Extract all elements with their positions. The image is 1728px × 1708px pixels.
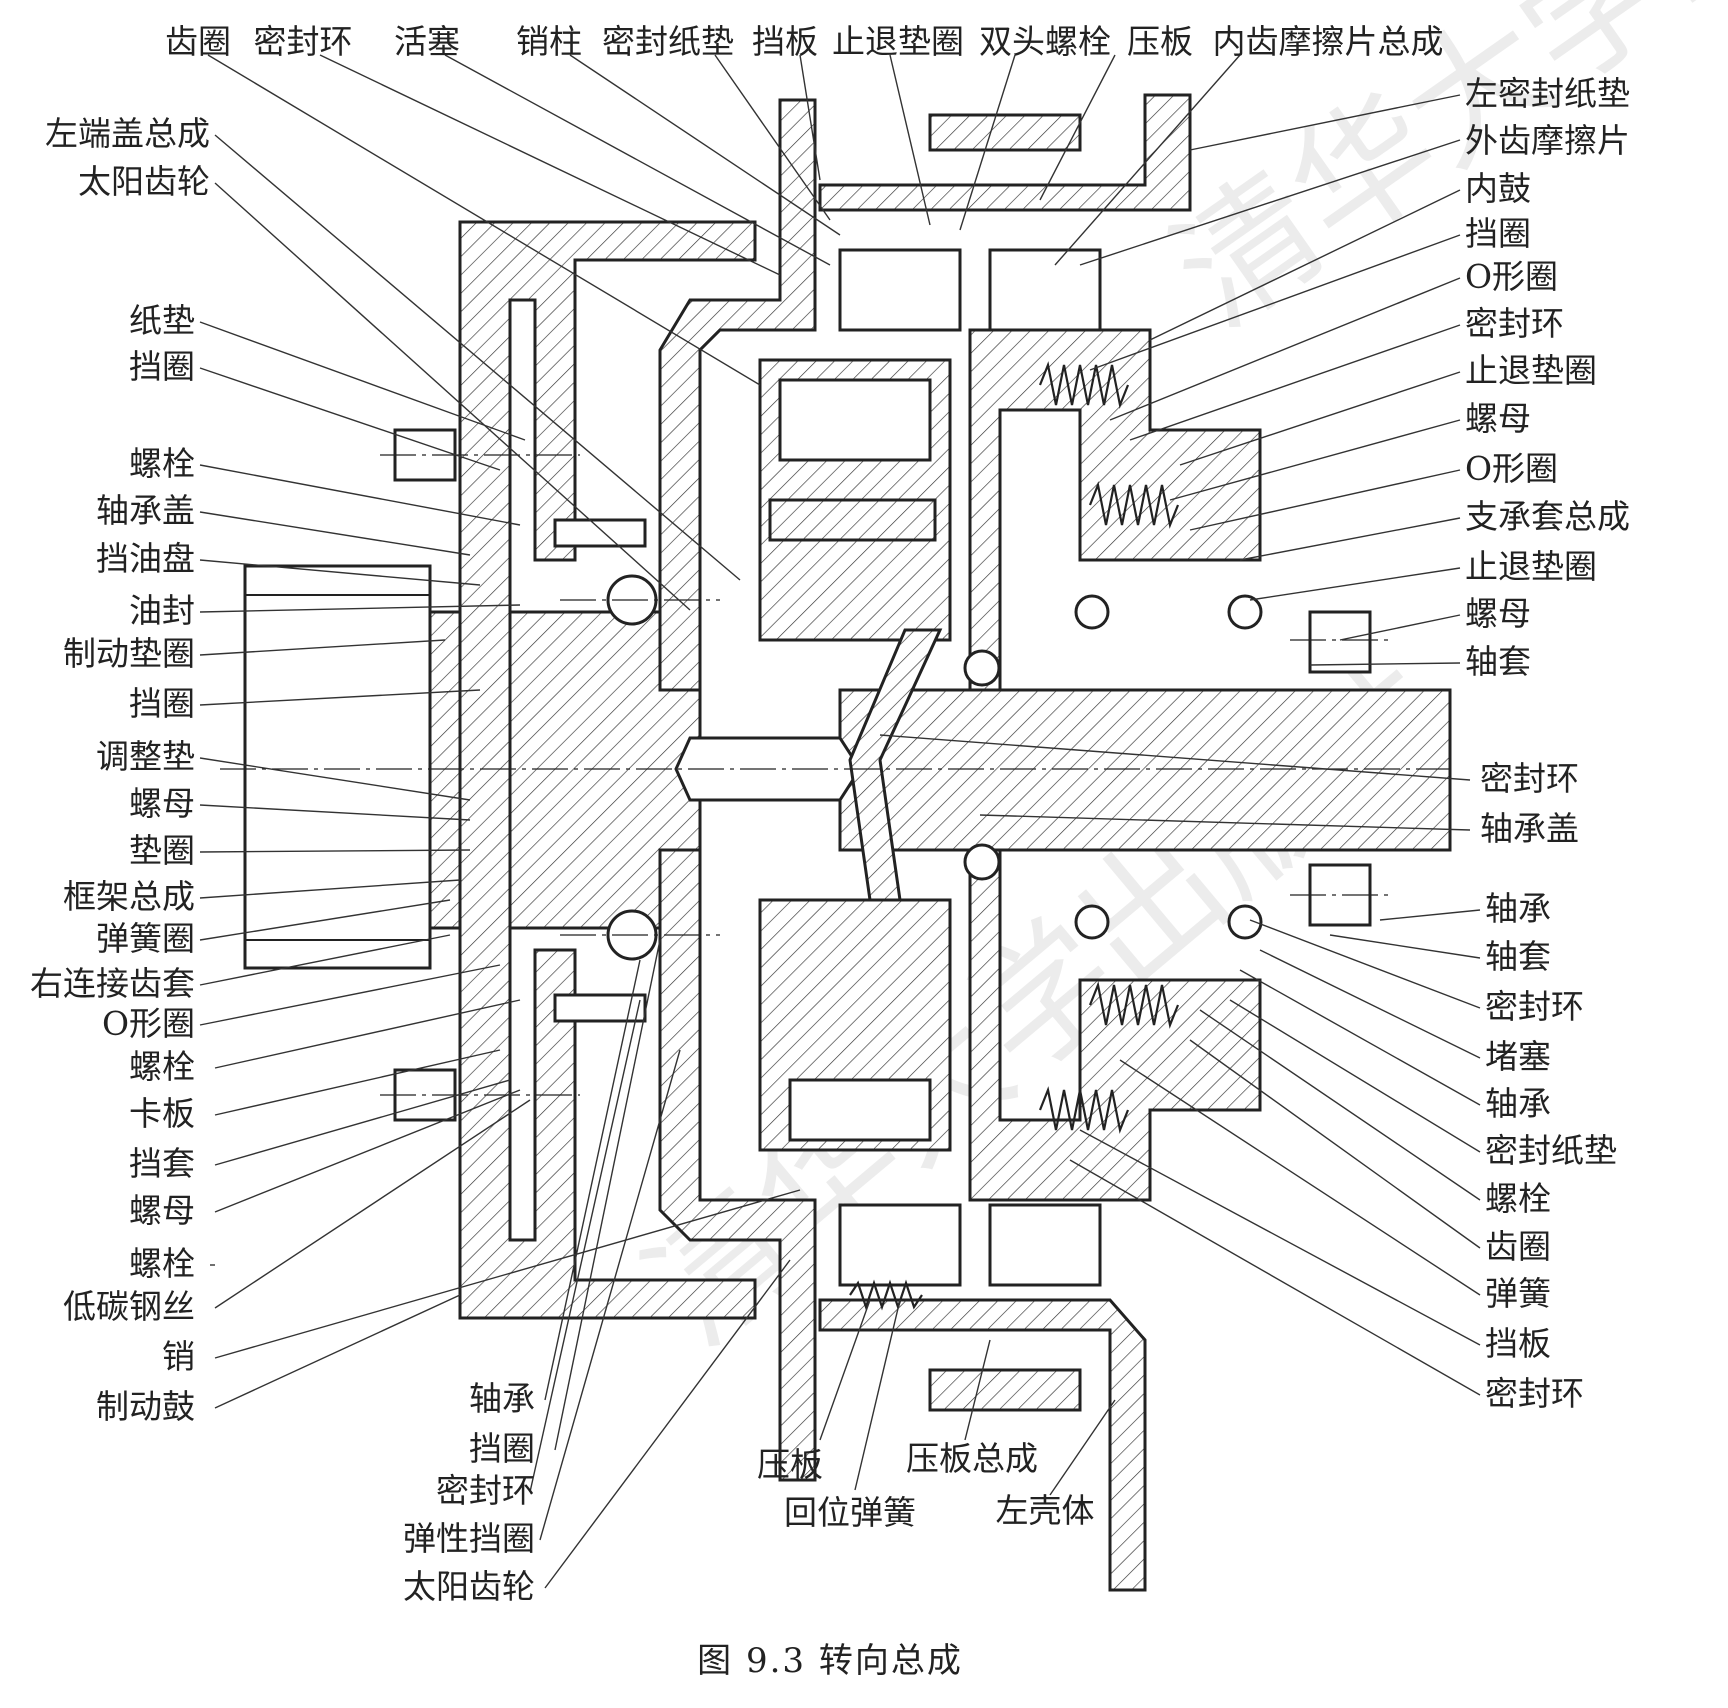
label-right-5: 密封环 <box>1465 304 1564 343</box>
label-bottom-6: 回位弹簧 <box>784 1493 916 1532</box>
label-top-7: 双头螺栓 <box>979 22 1111 61</box>
pressure-plate-top <box>928 113 1082 152</box>
web-plate <box>848 628 943 902</box>
left-case-body <box>818 93 1192 212</box>
label-right-18: 堵塞 <box>1485 1037 1551 1076</box>
label-top-2: 活塞 <box>394 22 460 61</box>
label-left-16: O形圈 <box>102 1004 195 1043</box>
label-top-9: 内齿摩擦片总成 <box>1213 22 1444 61</box>
label-right-1: 外齿摩擦片 <box>1465 121 1630 160</box>
figure-caption: 图 9.3 转向总成 <box>697 1641 963 1681</box>
label-top-3: 销柱 <box>516 22 582 61</box>
labels-top: 齿圈 密封环 活塞 销柱 密封纸垫 挡板 止退垫圈 双头螺栓 压板 内齿摩擦片总… <box>165 22 1444 61</box>
label-bottom-2: 密封环 <box>436 1471 535 1510</box>
label-left-9: 挡圈 <box>129 684 195 723</box>
label-left-2: 纸垫 <box>129 301 195 340</box>
label-left-3: 挡圈 <box>129 347 195 386</box>
label-bottom-4: 太阳齿轮 <box>403 1567 535 1606</box>
labels-bottom: 轴承 挡圈 密封环 弹性挡圈 太阳齿轮 压板 回位弹簧 压板总成 左壳体 <box>403 1379 1095 1606</box>
label-bottom-7: 压板总成 <box>906 1439 1038 1478</box>
label-right-14: 轴承盖 <box>1480 809 1579 848</box>
label-right-3: 挡圈 <box>1465 214 1531 253</box>
label-right-21: 螺栓 <box>1485 1179 1551 1218</box>
pressure-plate-bottom <box>928 1368 1082 1412</box>
label-left-1: 太阳齿轮 <box>78 162 210 201</box>
label-right-11: 螺母 <box>1465 594 1531 633</box>
planet-gear <box>778 378 932 462</box>
labels-right: 左密封纸垫 外齿摩擦片 内鼓 挡圈 O形圈 密封环 止退垫圈 螺母 O形圈 支承… <box>1465 74 1630 1413</box>
label-left-15: 右连接齿套 <box>30 964 195 1003</box>
friction-disc-pack-bottom <box>838 1203 1102 1287</box>
left-housing-shell-bottom <box>658 848 817 1482</box>
label-left-8: 制动垫圈 <box>63 634 195 673</box>
label-bottom-0: 轴承 <box>469 1379 535 1418</box>
label-left-0: 左端盖总成 <box>45 114 210 153</box>
label-bottom-3: 弹性挡圈 <box>403 1519 535 1558</box>
left-sleeve <box>243 564 432 970</box>
label-top-1: 密封环 <box>254 22 353 61</box>
label-left-7: 油封 <box>129 591 195 630</box>
label-left-4: 螺栓 <box>129 444 195 483</box>
left-housing-shell <box>658 98 817 692</box>
label-top-8: 压板 <box>1127 22 1193 61</box>
label-right-2: 内鼓 <box>1465 169 1531 208</box>
label-left-17: 螺栓 <box>129 1047 195 1086</box>
label-left-23: 销 <box>162 1337 195 1376</box>
label-bottom-8: 左壳体 <box>996 1491 1095 1530</box>
label-top-4: 密封纸垫 <box>602 22 734 61</box>
label-right-10: 止退垫圈 <box>1465 547 1597 586</box>
label-left-13: 框架总成 <box>63 877 195 916</box>
label-top-0: 齿圈 <box>165 22 231 61</box>
label-left-5: 轴承盖 <box>96 491 195 530</box>
label-right-25: 密封环 <box>1485 1374 1584 1413</box>
label-right-13: 密封环 <box>1480 759 1579 798</box>
label-right-6: 止退垫圈 <box>1465 351 1597 390</box>
label-left-22: 低碳钢丝 <box>63 1287 195 1326</box>
label-left-14: 弹簧圈 <box>96 919 195 958</box>
label-top-5: 挡板 <box>752 22 818 61</box>
label-left-21: 螺栓 <box>129 1244 195 1283</box>
label-right-22: 齿圈 <box>1485 1227 1551 1266</box>
planet-pin <box>768 498 937 542</box>
label-right-23: 弹簧 <box>1485 1274 1551 1313</box>
label-right-12: 轴套 <box>1465 642 1531 681</box>
label-bottom-1: 挡圈 <box>469 1429 535 1468</box>
label-right-4: O形圈 <box>1465 257 1558 296</box>
label-left-18: 卡板 <box>129 1094 195 1133</box>
label-right-24: 挡板 <box>1485 1324 1551 1363</box>
label-right-7: 螺母 <box>1465 399 1531 438</box>
friction-disc-pack-top <box>838 248 1102 332</box>
label-right-16: 轴套 <box>1485 937 1551 976</box>
label-left-11: 螺母 <box>129 784 195 823</box>
label-right-9: 支承套总成 <box>1465 497 1630 536</box>
label-right-19: 轴承 <box>1485 1084 1551 1123</box>
label-right-8: O形圈 <box>1465 449 1558 488</box>
label-left-6: 挡油盘 <box>96 539 195 578</box>
label-right-17: 密封环 <box>1485 987 1584 1026</box>
label-right-15: 轴承 <box>1485 889 1551 928</box>
sun-gear-inner <box>788 1078 932 1142</box>
label-left-20: 螺母 <box>129 1191 195 1230</box>
brake-drum <box>458 220 757 1320</box>
inner-drum <box>968 328 1262 692</box>
label-left-10: 调整垫 <box>96 737 195 776</box>
return-springs <box>849 361 1180 1311</box>
label-left-12: 垫圈 <box>129 831 195 870</box>
labels-left: 左端盖总成 太阳齿轮 纸垫 挡圈 螺栓 轴承盖 挡油盘 油封 制动垫圈 挡圈 调… <box>30 114 210 1426</box>
label-left-19: 挡套 <box>129 1144 195 1183</box>
label-left-24: 制动鼓 <box>96 1387 195 1426</box>
cross-section-drawing <box>220 93 1452 1592</box>
label-right-0: 左密封纸垫 <box>1465 74 1630 113</box>
label-top-6: 止退垫圈 <box>832 22 964 61</box>
leader-lines <box>199 54 1481 1589</box>
label-bottom-5: 压板 <box>757 1445 823 1484</box>
label-right-20: 密封纸垫 <box>1485 1131 1617 1170</box>
inner-drum-bottom <box>968 848 1262 1202</box>
